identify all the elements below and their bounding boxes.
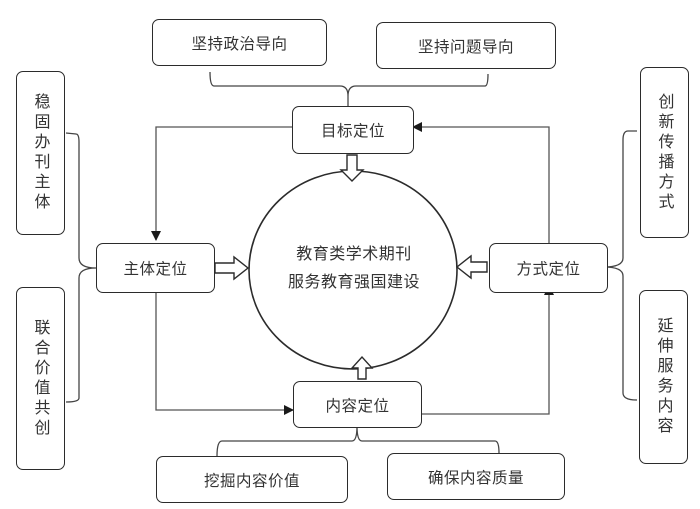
content-to-center-block-arrow [350, 355, 374, 380]
center-label: 教育类学术期刊 服务教育强国建设 [268, 240, 440, 296]
subject-children-bracket [65, 132, 97, 403]
method-to-goal-arrow [412, 122, 550, 243]
goal-children-bracket [209, 71, 489, 97]
subject-child-stable-publisher: 稳固办刊主体 [16, 71, 65, 235]
goal-to-subject-arrow [151, 126, 292, 241]
subject-to-center-block-arrow [214, 255, 250, 281]
method-node: 方式定位 [489, 243, 608, 293]
goal-child-political-orientation: 坚持政治导向 [152, 19, 327, 66]
goal-child-problem-orientation: 坚持问题导向 [376, 22, 556, 69]
center-label-line1: 教育类学术期刊 [296, 244, 412, 263]
content-child-ensure-quality: 确保内容质量 [387, 453, 565, 500]
method-children-bracket [603, 130, 638, 401]
content-children-bracket [216, 425, 500, 457]
method-child-innovate-dissemination: 创新传播方式 [640, 67, 689, 238]
goal-node: 目标定位 [292, 106, 414, 154]
content-child-explore-value: 挖掘内容价值 [156, 456, 348, 503]
goal-to-center-block-arrow [339, 154, 365, 182]
subject-to-content-arrow [155, 293, 294, 415]
subject-child-value-cocreation: 联合价值共创 [16, 287, 65, 470]
method-child-extend-service: 延伸服务内容 [639, 290, 688, 464]
content-to-method-arrow [422, 285, 554, 415]
method-to-center-block-arrow [455, 254, 488, 280]
center-label-line2: 服务教育强国建设 [287, 272, 420, 291]
subject-node: 主体定位 [96, 243, 215, 293]
content-node: 内容定位 [293, 381, 422, 428]
